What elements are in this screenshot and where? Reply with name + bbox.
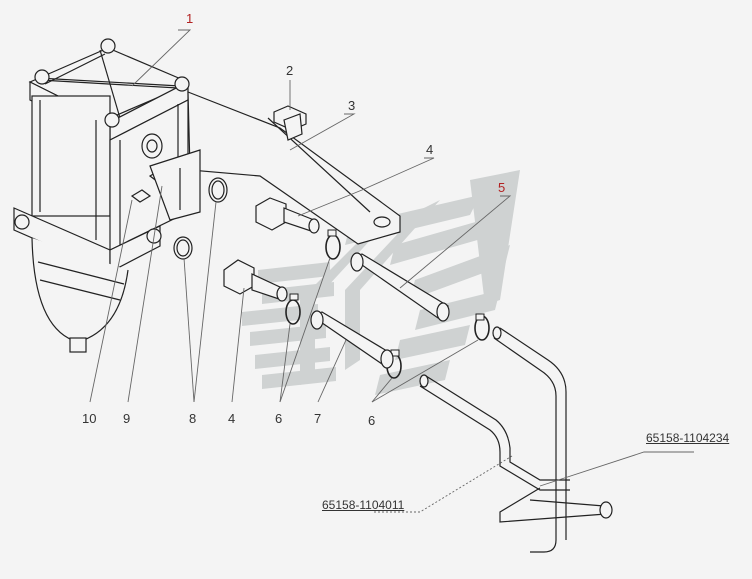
company-logo-watermark — [242, 170, 520, 395]
callout-9: 9 — [123, 411, 131, 426]
sealing-rings — [173, 177, 228, 260]
callout-6-right: 6 — [368, 413, 376, 428]
hose-clamps — [285, 229, 490, 379]
callout-8: 8 — [189, 411, 197, 426]
callout-1: 1 — [186, 11, 194, 26]
part-number-tube-a: 65158-1104234 — [646, 431, 730, 445]
callout-5: 5 — [498, 180, 506, 195]
callout-4-bottom: 4 — [228, 411, 236, 426]
hose-upper — [350, 252, 450, 322]
hose-lower — [310, 310, 394, 369]
callout-3: 3 — [348, 98, 356, 113]
bolt — [273, 105, 307, 141]
fitting-lower — [223, 259, 288, 302]
leader-lines — [89, 29, 694, 513]
mounting-bracket — [149, 91, 401, 245]
fuel-tube-assembly — [419, 326, 613, 553]
fitting-upper — [255, 197, 320, 234]
callout-6-left: 6 — [275, 411, 283, 426]
fuel-filter-housing — [13, 38, 190, 353]
callout-7: 7 — [314, 411, 322, 426]
callout-4-top: 4 — [426, 142, 434, 157]
callout-2: 2 — [286, 63, 294, 78]
callout-10: 10 — [82, 411, 97, 426]
part-number-tube-b: 65158-1104011 — [322, 498, 405, 512]
